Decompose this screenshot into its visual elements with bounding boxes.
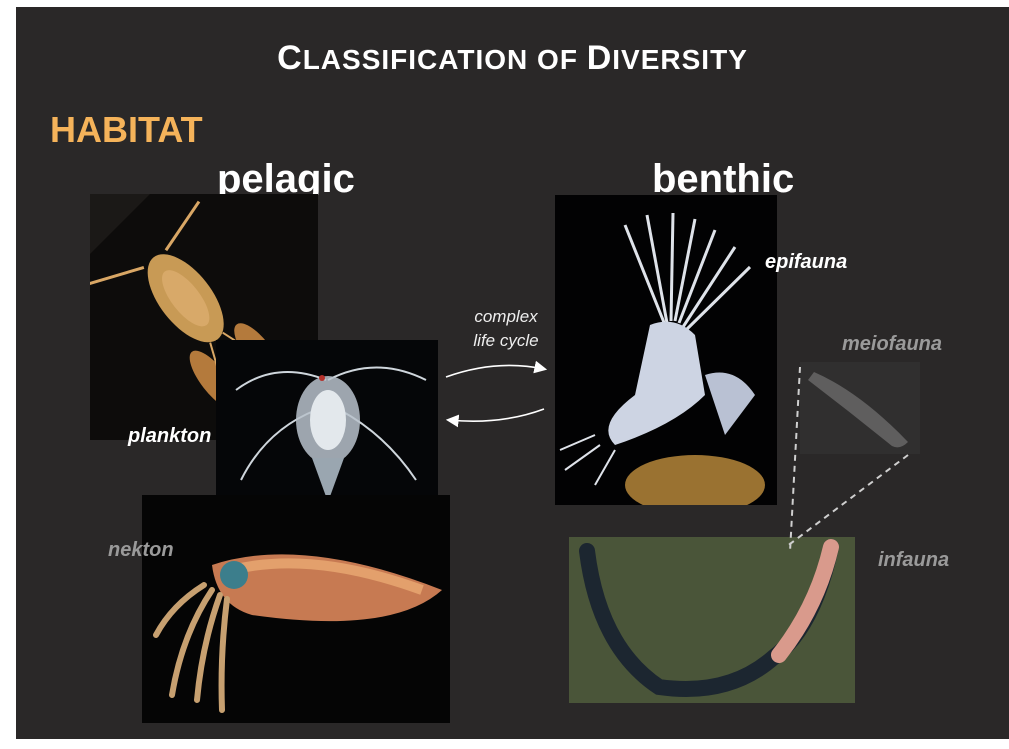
life-cycle-line-2: life cycle xyxy=(456,329,556,353)
meiofauna-label: meiofauna xyxy=(842,333,942,356)
plankton-label: plankton xyxy=(128,425,211,448)
squid-photo xyxy=(142,495,450,723)
slide-title: CLASSIFICATION OF DIVERSITY xyxy=(16,39,1009,78)
life-cycle-line-1: complex xyxy=(456,305,556,329)
larva-photo xyxy=(216,340,438,512)
meiofauna-photo xyxy=(800,362,920,454)
arrow-right-icon xyxy=(446,365,544,377)
dashed-connector-left xyxy=(790,367,800,552)
epifauna-label: epifauna xyxy=(765,251,847,274)
dashed-connector-right xyxy=(786,455,908,547)
worm-photo xyxy=(569,537,855,703)
barnacle-photo xyxy=(555,195,777,505)
slide: CLASSIFICATION OF DIVERSITY HABITAT pela… xyxy=(16,7,1009,739)
arrow-left-icon xyxy=(449,409,544,421)
habitat-heading: HABITAT xyxy=(50,109,203,151)
infauna-label: infauna xyxy=(878,549,949,572)
nekton-label: nekton xyxy=(108,539,174,562)
life-cycle-caption: complex life cycle xyxy=(456,305,556,353)
